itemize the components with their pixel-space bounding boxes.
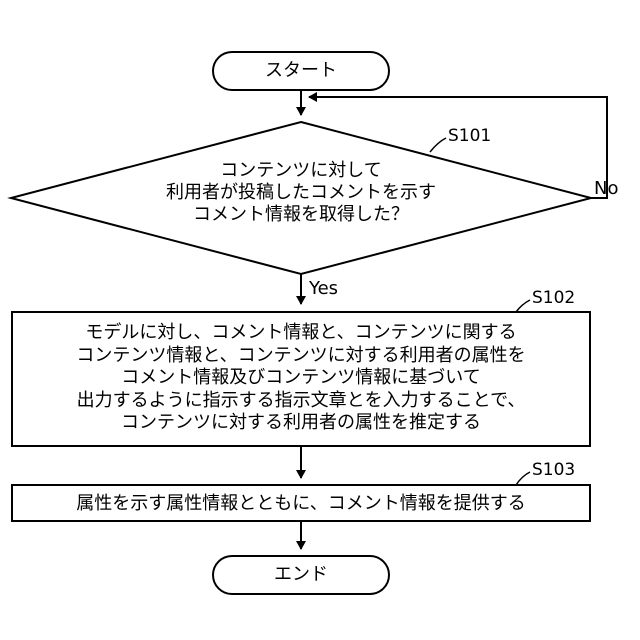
decision-line: コメント情報を取得した？: [101, 204, 501, 226]
step-id-s102: S102: [532, 290, 575, 307]
process1-line: モデルに対し、コメント情報と、コンテンツに関する: [12, 322, 590, 345]
process2-text: 属性を示す属性情報とともに、コメント情報を提供する: [12, 494, 590, 514]
process1-text: モデルに対し、コメント情報と、コンテンツに関する コンテンツ情報と、コンテンツに…: [12, 322, 590, 435]
no-label: No: [594, 180, 618, 198]
process1-line: コメント情報及びコンテンツ情報に基づいて: [12, 367, 590, 390]
start-label: スタート: [265, 62, 337, 80]
decision-text: コンテンツに対して 利用者が投稿したコメントを示す コメント情報を取得した？: [101, 160, 501, 226]
process1-line: 出力するように指示する指示文章とを入力することで、: [12, 390, 590, 413]
decision-line: 利用者が投稿したコメントを示す: [101, 182, 501, 204]
process1-line: コンテンツに対する利用者の属性を推定する: [12, 412, 590, 435]
step-id-s103: S103: [532, 462, 575, 479]
s101-leader: [430, 138, 446, 152]
s102-leader: [516, 300, 530, 312]
yes-label: Yes: [309, 280, 338, 298]
s103-leader: [516, 472, 530, 485]
end-label: エンド: [274, 566, 328, 584]
step-id-s101: S101: [448, 128, 491, 145]
process1-line: コンテンツ情報と、コンテンツに対する利用者の属性を: [12, 345, 590, 368]
decision-line: コンテンツに対して: [101, 160, 501, 182]
